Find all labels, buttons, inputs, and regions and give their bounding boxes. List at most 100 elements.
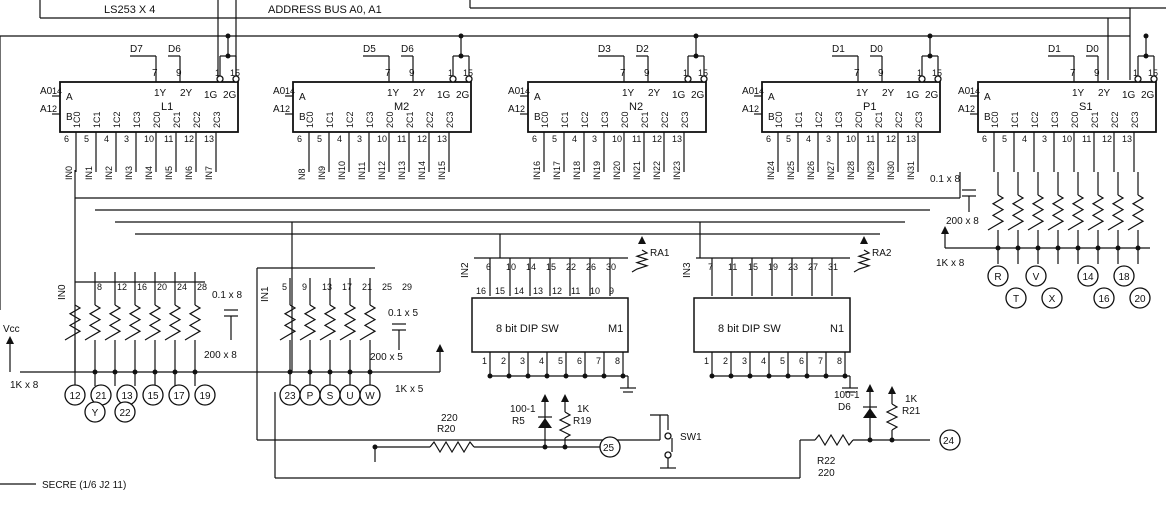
input-signal-label: IN13 — [397, 161, 407, 180]
mid-pin-number: 25 — [382, 282, 392, 292]
connector-25-label: 25 — [603, 443, 615, 454]
right-connector — [1077, 265, 1099, 287]
pin-d2-label: 2C2 — [192, 111, 202, 128]
a1-label: A1 — [742, 104, 755, 115]
pin14-label: 14 — [52, 86, 62, 96]
input-pin-number: 3 — [826, 134, 831, 144]
dip-bottom-pin: 16 — [476, 286, 486, 296]
pin-d1-label: 2C1 — [172, 111, 182, 128]
left-connector — [142, 384, 164, 406]
pin-d1-label: 2C1 — [1090, 111, 1100, 128]
right-connector-label: R — [994, 272, 1001, 283]
left-connector — [64, 384, 86, 406]
sw1-contact-bottom — [664, 451, 672, 459]
dip-pin-row: 7 — [818, 356, 823, 366]
g2-bubble — [700, 75, 708, 83]
chip-name: S1 — [1079, 101, 1092, 113]
right-junction — [1095, 245, 1101, 251]
mid-pin-number: 17 — [342, 282, 352, 292]
g2-label: 2G — [925, 90, 939, 101]
chip-body — [292, 81, 472, 133]
input-pin-number: 3 — [357, 134, 362, 144]
pin-d1-label: 2C1 — [405, 111, 415, 128]
input-pin-number: 6 — [297, 134, 302, 144]
input-pin-number: 5 — [84, 134, 89, 144]
pin-c1-label: 1C1 — [794, 111, 804, 128]
r22-name: R22 — [817, 456, 836, 467]
a0-label: A0 — [508, 86, 521, 97]
input-signal-label: IN23 — [672, 161, 682, 180]
dip-top-pin: 7 — [708, 262, 713, 272]
address-bus-label: ADDRESS BUS A0, A1 — [268, 4, 382, 16]
ic-summary-label: LS253 X 4 — [104, 4, 155, 16]
a0-label: A0 — [40, 86, 53, 97]
dip-pin-row: 8 — [615, 356, 620, 366]
y1-label: 1Y — [856, 88, 869, 99]
mid-connector-label: U — [346, 391, 353, 402]
right-pullup-resistor — [1047, 194, 1065, 231]
pin-c2-label: 1C2 — [580, 111, 590, 128]
left-pullup-resistor-0 — [64, 304, 82, 341]
dip-pin-row: 1 — [482, 356, 487, 366]
left-pullup-resistor — [104, 304, 122, 341]
pin-d0-label: 2C0 — [620, 111, 630, 128]
left-pullup-resistor — [184, 304, 202, 341]
dip-bottom-pin: 9 — [609, 286, 614, 296]
input-pin-number: 12 — [886, 134, 896, 144]
mid-pullup-resistor — [339, 304, 357, 341]
right-pullup-resistor — [1087, 194, 1105, 231]
right-junction — [1135, 245, 1141, 251]
input-pin-number: 4 — [104, 134, 109, 144]
d-lo-label: D6 — [401, 44, 414, 55]
pin-c1-label: 1C1 — [1010, 111, 1020, 128]
input-signal-label: IN18 — [572, 161, 582, 180]
connector-24 — [939, 429, 961, 451]
left-pin-number: 24 — [177, 282, 187, 292]
left-cap-label: 0.1 x 8 — [212, 290, 242, 301]
pin-c1-label: 1C1 — [560, 111, 570, 128]
y2-label: 2Y — [882, 88, 895, 99]
y2-label: 2Y — [180, 88, 193, 99]
mid-res-array-label: 200 x 5 — [370, 352, 403, 363]
input-pin-number: 4 — [572, 134, 577, 144]
pin-c2-label: 1C2 — [345, 111, 355, 128]
d-lo-label: D0 — [870, 44, 883, 55]
dip-pin-row: 2 — [723, 356, 728, 366]
g1-bubble — [1134, 75, 1142, 83]
input-signal-label: IN11 — [357, 162, 367, 180]
g1-bubble — [449, 75, 457, 83]
dip-top-pin: 31 — [828, 262, 838, 272]
d-lo-label: D0 — [1086, 44, 1099, 55]
d6-name: D6 — [838, 402, 851, 413]
input-pin-number: 13 — [204, 134, 214, 144]
pin7-label: 7 — [152, 68, 158, 79]
footer-note: SECRE (1/6 J2 11) — [42, 480, 126, 491]
g2-label: 2G — [223, 90, 237, 101]
dip-top-pin: 6 — [486, 262, 491, 272]
right-pullup-resistor — [1127, 194, 1145, 231]
dip-name: M1 — [608, 323, 623, 335]
dip-pin-row: 8 — [837, 356, 842, 366]
d-lo-label: D2 — [636, 44, 649, 55]
pin14-label: 14 — [285, 86, 295, 96]
r21-value: 1K — [905, 394, 918, 405]
vcc-arrow — [6, 336, 14, 344]
input-signal-label: IN24 — [766, 161, 776, 180]
right-junction — [995, 245, 1001, 251]
dip-top-pin: 10 — [506, 262, 516, 272]
mid-pullup-resistor — [359, 304, 377, 341]
pin-c0-label: 1C0 — [990, 111, 1000, 128]
pin-c3-label: 1C3 — [600, 111, 610, 128]
input-pin-number: 11 — [866, 134, 875, 144]
pin-d3-label: 2C3 — [212, 111, 222, 128]
pin-c0-label: 1C0 — [540, 111, 550, 128]
input-pin-number: 10 — [612, 134, 622, 144]
pin15-label: 15 — [698, 68, 708, 78]
g-feed-junction — [1143, 33, 1149, 39]
dip-top-pin: 14 — [526, 262, 536, 272]
input-signal-label: IN7 — [204, 166, 214, 180]
right-connector-label: 16 — [1098, 294, 1110, 305]
